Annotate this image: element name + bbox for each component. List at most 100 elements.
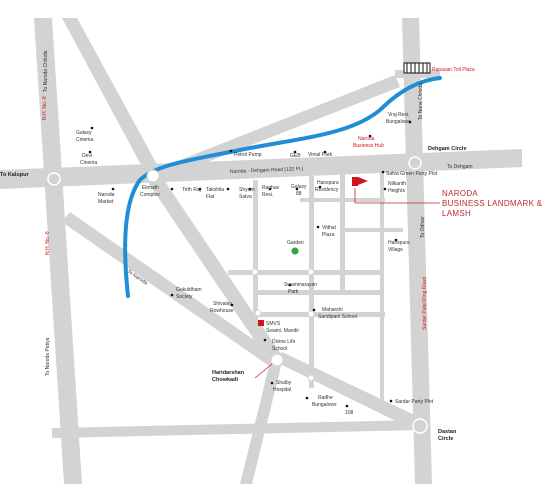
landmark-title-1: NARODA	[442, 189, 478, 198]
label-vraj-2: Bungalows	[386, 119, 411, 125]
label-to-dehgam: To Dehgam	[447, 164, 473, 170]
label-nilkanth-2: Heights	[388, 188, 405, 194]
label-hanspura-village-2: Village	[388, 247, 403, 253]
road-to-dastan	[272, 352, 425, 432]
label-maharshi-1: Maharshi	[322, 307, 343, 313]
label-to-naroda-chiloda: To Naroda Chiloda	[43, 50, 49, 92]
label-galaxy-cinema-2: Cinema	[76, 137, 93, 143]
label-naroda-bus-2: Business Hub	[353, 143, 384, 149]
poi-dots	[88, 120, 412, 408]
naroda-dehgam-road	[0, 149, 522, 189]
label-ekmath-2: Complex	[140, 192, 160, 198]
nh8-highway	[34, 18, 82, 484]
label-vitthal-2: Plaza	[322, 232, 335, 238]
street-h-5	[345, 228, 403, 232]
label-dastan-2: Circle	[438, 436, 453, 442]
roads	[0, 18, 522, 484]
label-ekmath-1: Ekmath	[142, 185, 159, 191]
label-takshila-1: Takshila	[206, 187, 224, 193]
label-petrol-pump: Petrol Pump	[234, 152, 262, 158]
label-ring-road: Sardar Patel Ring Road	[422, 277, 428, 330]
label-vraj-1: Vraj Resi.	[388, 112, 410, 118]
label-dastan-1: Dastan	[438, 429, 457, 435]
label-hanspura-res-2: Residency	[315, 187, 339, 193]
label-dehgam-circle: Dehgam Circle	[428, 146, 467, 152]
road-diagonal-south	[145, 174, 285, 366]
landmark-title-3: LAMSH	[442, 209, 471, 218]
label-raghav-1: Raghav	[262, 185, 280, 191]
label-nh8-top: N.H. No.-8	[42, 96, 48, 120]
label-108: 108	[345, 410, 354, 416]
label-hari-2: Chowkadi	[212, 377, 238, 383]
label-kalupur: To Kalupur	[0, 172, 29, 178]
street-v-3	[340, 172, 345, 292]
canal	[123, 76, 442, 298]
label-geb: GEB	[290, 153, 301, 159]
landmark-pointer	[354, 188, 440, 204]
ring-road	[402, 18, 432, 484]
label-takshila-2: Flat	[206, 194, 215, 200]
label-ranasan-toll: Ranasan Toll Plaza	[432, 67, 475, 73]
label-vitthal-1: Vitthal	[322, 225, 336, 231]
label-devi-cinema-1: Devi	[82, 153, 92, 159]
landmark-flag-icon	[352, 177, 368, 186]
junction-small-2	[307, 268, 315, 276]
label-shalby-1: Shalby	[276, 380, 292, 386]
junction-small-3	[307, 310, 315, 318]
junction-dehgam-circle	[408, 156, 422, 170]
label-raghav-2: Resi.	[262, 192, 273, 198]
road-diagonal-north	[62, 18, 160, 178]
junction-kalupur	[47, 172, 61, 186]
haridarshan-pointer	[254, 363, 273, 379]
junction-dastan	[412, 418, 428, 434]
road-bottom	[52, 420, 420, 438]
label-maharshi-2: Sandipani School	[318, 314, 357, 320]
label-galaxy88-1: Galaxy	[291, 184, 307, 190]
label-devi-cinema-2: Cinema	[80, 160, 97, 166]
junction-small-4	[254, 309, 262, 317]
label-shyam-2: Satva	[239, 194, 252, 200]
label-to-odhav: To Odhav	[420, 216, 426, 238]
label-hari-1: Haridarshan	[212, 370, 245, 376]
street-h-4	[300, 198, 385, 202]
label-to-naroda-patiya: To Naroda Patiya	[45, 337, 51, 376]
junction-ekmath	[146, 169, 160, 183]
junction-small-1	[251, 268, 259, 276]
label-shivalay-2: Rowhouse	[210, 308, 234, 314]
label-shyam-1: Shyam	[239, 187, 255, 193]
street-h-1	[228, 270, 383, 275]
label-vimal-park: Vimal Park	[308, 152, 333, 158]
street-h-3	[245, 312, 385, 317]
toll-plaza-icon	[403, 62, 431, 74]
label-garden: Garden	[287, 240, 304, 246]
road-haridarshan-south	[240, 362, 282, 484]
smvs-temple-icon	[258, 320, 264, 326]
label-naroda-market-1: Naroda	[98, 192, 115, 198]
street-v-1	[253, 180, 258, 350]
label-nh8-bottom: N.H. No.-8	[45, 231, 51, 255]
label-gokuldham-1: Gokuldham	[176, 287, 202, 293]
label-smvs-2: Swami. Mandir	[266, 328, 299, 334]
label-galaxy-cinema-1: Galaxy	[76, 130, 92, 136]
label-nilkanth-1: Nilkanth	[388, 181, 406, 187]
label-hanspura-village-1: Hanspura	[388, 240, 410, 246]
label-to-nana-chiloda: To Nana Chiloda	[418, 83, 424, 120]
label-swaminarayan-2: Park	[288, 289, 299, 295]
label-radhe-1: Radhe	[318, 395, 333, 401]
landmark-title-2: BUSINESS LANDMARK &	[442, 199, 543, 208]
label-divine-2: School	[272, 346, 287, 352]
street-h-2	[258, 290, 383, 295]
label-naroda-dehgam-road: Naroda - Dehgam Road (132 Ft.)	[230, 166, 304, 175]
label-divine-1: Divine Life	[272, 339, 296, 345]
label-hanspura-res-1: Hanspura	[317, 180, 339, 186]
label-naroda-bus-1: Naroda	[358, 136, 375, 142]
junction-small-5	[307, 374, 315, 382]
label-shivalay-1: Shivalay	[213, 301, 232, 307]
label-sardar-party-plot: Sardar Party Plot	[395, 399, 434, 405]
label-radhe-2: Bungalows	[312, 402, 337, 408]
garden-marker	[291, 247, 299, 255]
label-smvs-1: SMVS	[266, 321, 281, 327]
label-galaxy88-2: 88	[296, 191, 302, 197]
label-gokuldham-2: Society	[176, 294, 193, 300]
